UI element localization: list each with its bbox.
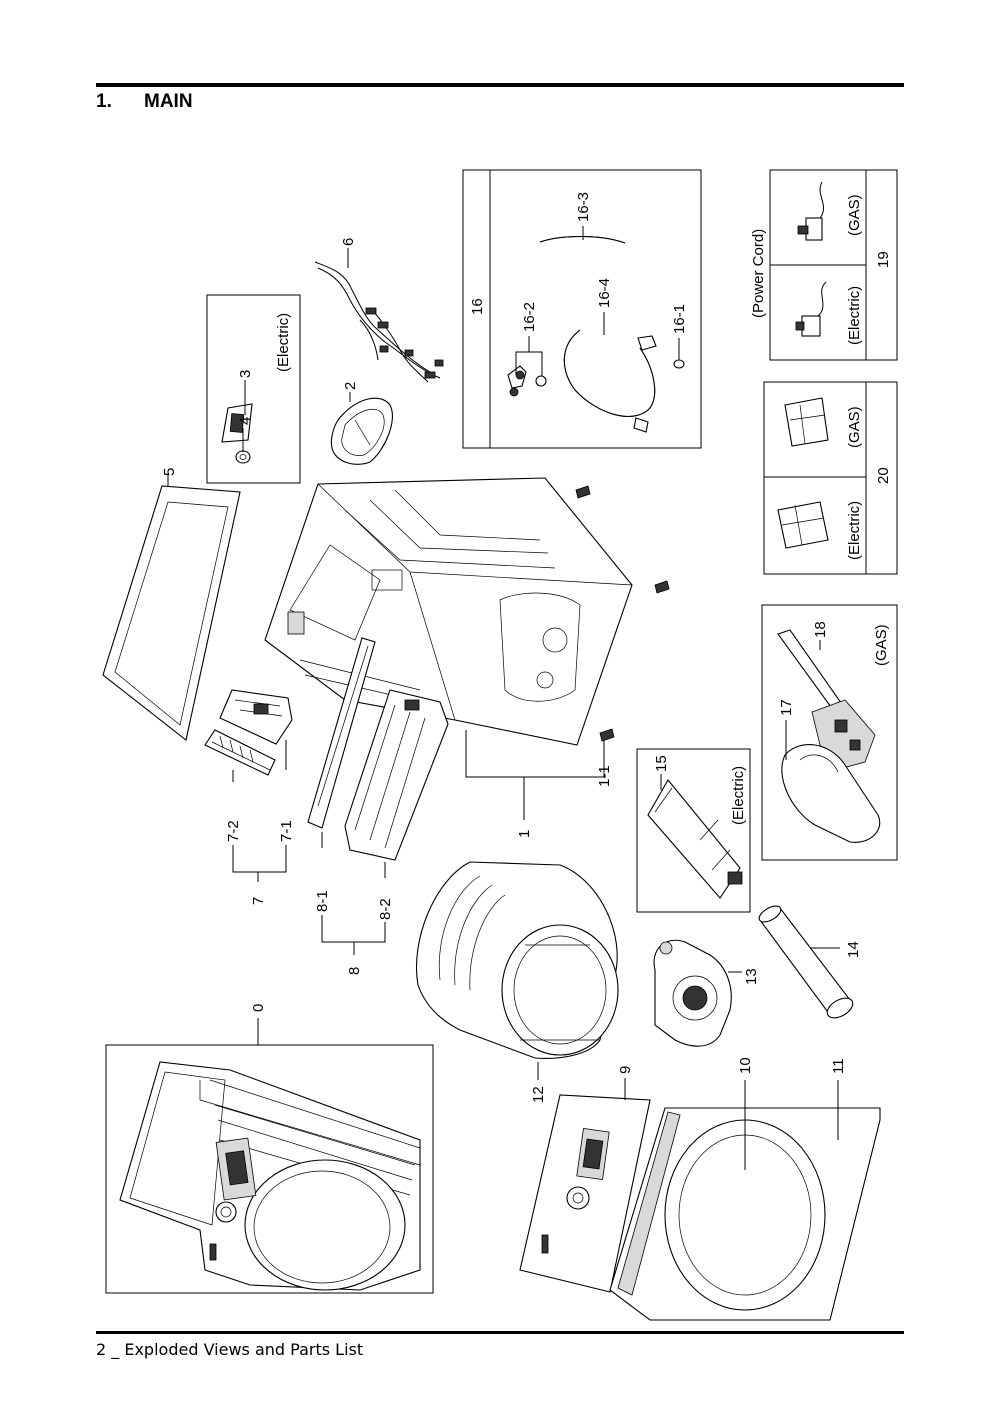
callout-18: 18 (812, 621, 829, 638)
section-title: 1. MAIN (96, 91, 193, 113)
assembled-unit-box (105, 1044, 434, 1294)
callout-8-2: 8-2 (377, 898, 394, 920)
callout-1-1: 1-1 (596, 765, 613, 787)
callout-1: 1 (516, 830, 533, 838)
box-electric-3-4 (206, 294, 301, 484)
pcb-assembly-part-7 (204, 689, 293, 882)
bottom-rule (96, 1331, 904, 1334)
callout-8: 8 (346, 967, 363, 975)
callout-3: 3 (237, 370, 254, 378)
box-gas-17-18 (761, 604, 898, 861)
front-panel-part-11 (609, 1080, 881, 1321)
callout-15: 15 (653, 755, 670, 772)
variant-electric-19: (Electric) (846, 286, 863, 345)
callout-6: 6 (340, 238, 357, 246)
callout-5: 5 (161, 468, 178, 476)
drum-part-12 (416, 861, 619, 1080)
section-name: MAIN (144, 91, 193, 112)
variant-gas-19: (GAS) (846, 194, 863, 236)
callout-7: 7 (250, 897, 267, 905)
callout-7-1: 7-1 (278, 820, 295, 842)
blower-part-13 (653, 939, 742, 1047)
callout-12: 12 (530, 1086, 547, 1103)
variant-electric-3-4: (Electric) (275, 313, 292, 372)
callout-11: 11 (830, 1058, 847, 1074)
callout-16: 16 (469, 298, 486, 315)
top-rule (96, 83, 904, 87)
box-power-cord-19 (769, 169, 898, 361)
variant-gas-17-18: (GAS) (873, 624, 890, 666)
frame-part-8 (307, 637, 449, 955)
callout-16-2: 16-2 (521, 302, 538, 332)
section-number: 1. (96, 91, 112, 112)
box-hose-kit-16 (462, 169, 702, 449)
callout-9: 9 (617, 1066, 634, 1074)
callout-8-1: 8-1 (314, 890, 331, 912)
footer-text: 2 _ Exploded Views and Parts List (96, 1340, 364, 1359)
callout-16-1: 16-1 (671, 304, 688, 334)
box-heater-15 (636, 748, 751, 913)
top-cover-part-5 (102, 475, 241, 741)
callout-10: 10 (737, 1057, 754, 1074)
callout-20: 20 (875, 467, 892, 484)
wire-harness-part-6 (314, 248, 444, 383)
callout-14: 14 (845, 941, 862, 958)
callout-19: 19 (875, 251, 892, 268)
variant-electric-15: (Electric) (730, 766, 747, 825)
exhaust-duct-part-14 (758, 905, 854, 1019)
variant-electric-20: (Electric) (846, 501, 863, 560)
box-bracket-20 (763, 381, 898, 575)
callout-0: 0 (250, 1004, 267, 1012)
callout-13: 13 (743, 968, 760, 985)
duct-cover-part-2 (330, 392, 393, 465)
variant-power-cord: (Power Cord) (750, 229, 767, 318)
variant-gas-20: (GAS) (846, 406, 863, 448)
callout-16-3: 16-3 (575, 192, 592, 222)
callout-7-2: 7-2 (225, 820, 242, 842)
callout-4: 4 (237, 417, 254, 425)
control-panel-part-9 (519, 1078, 651, 1293)
callout-16-4: 16-4 (596, 278, 613, 308)
callout-2: 2 (342, 382, 359, 390)
callout-17: 17 (778, 699, 795, 716)
